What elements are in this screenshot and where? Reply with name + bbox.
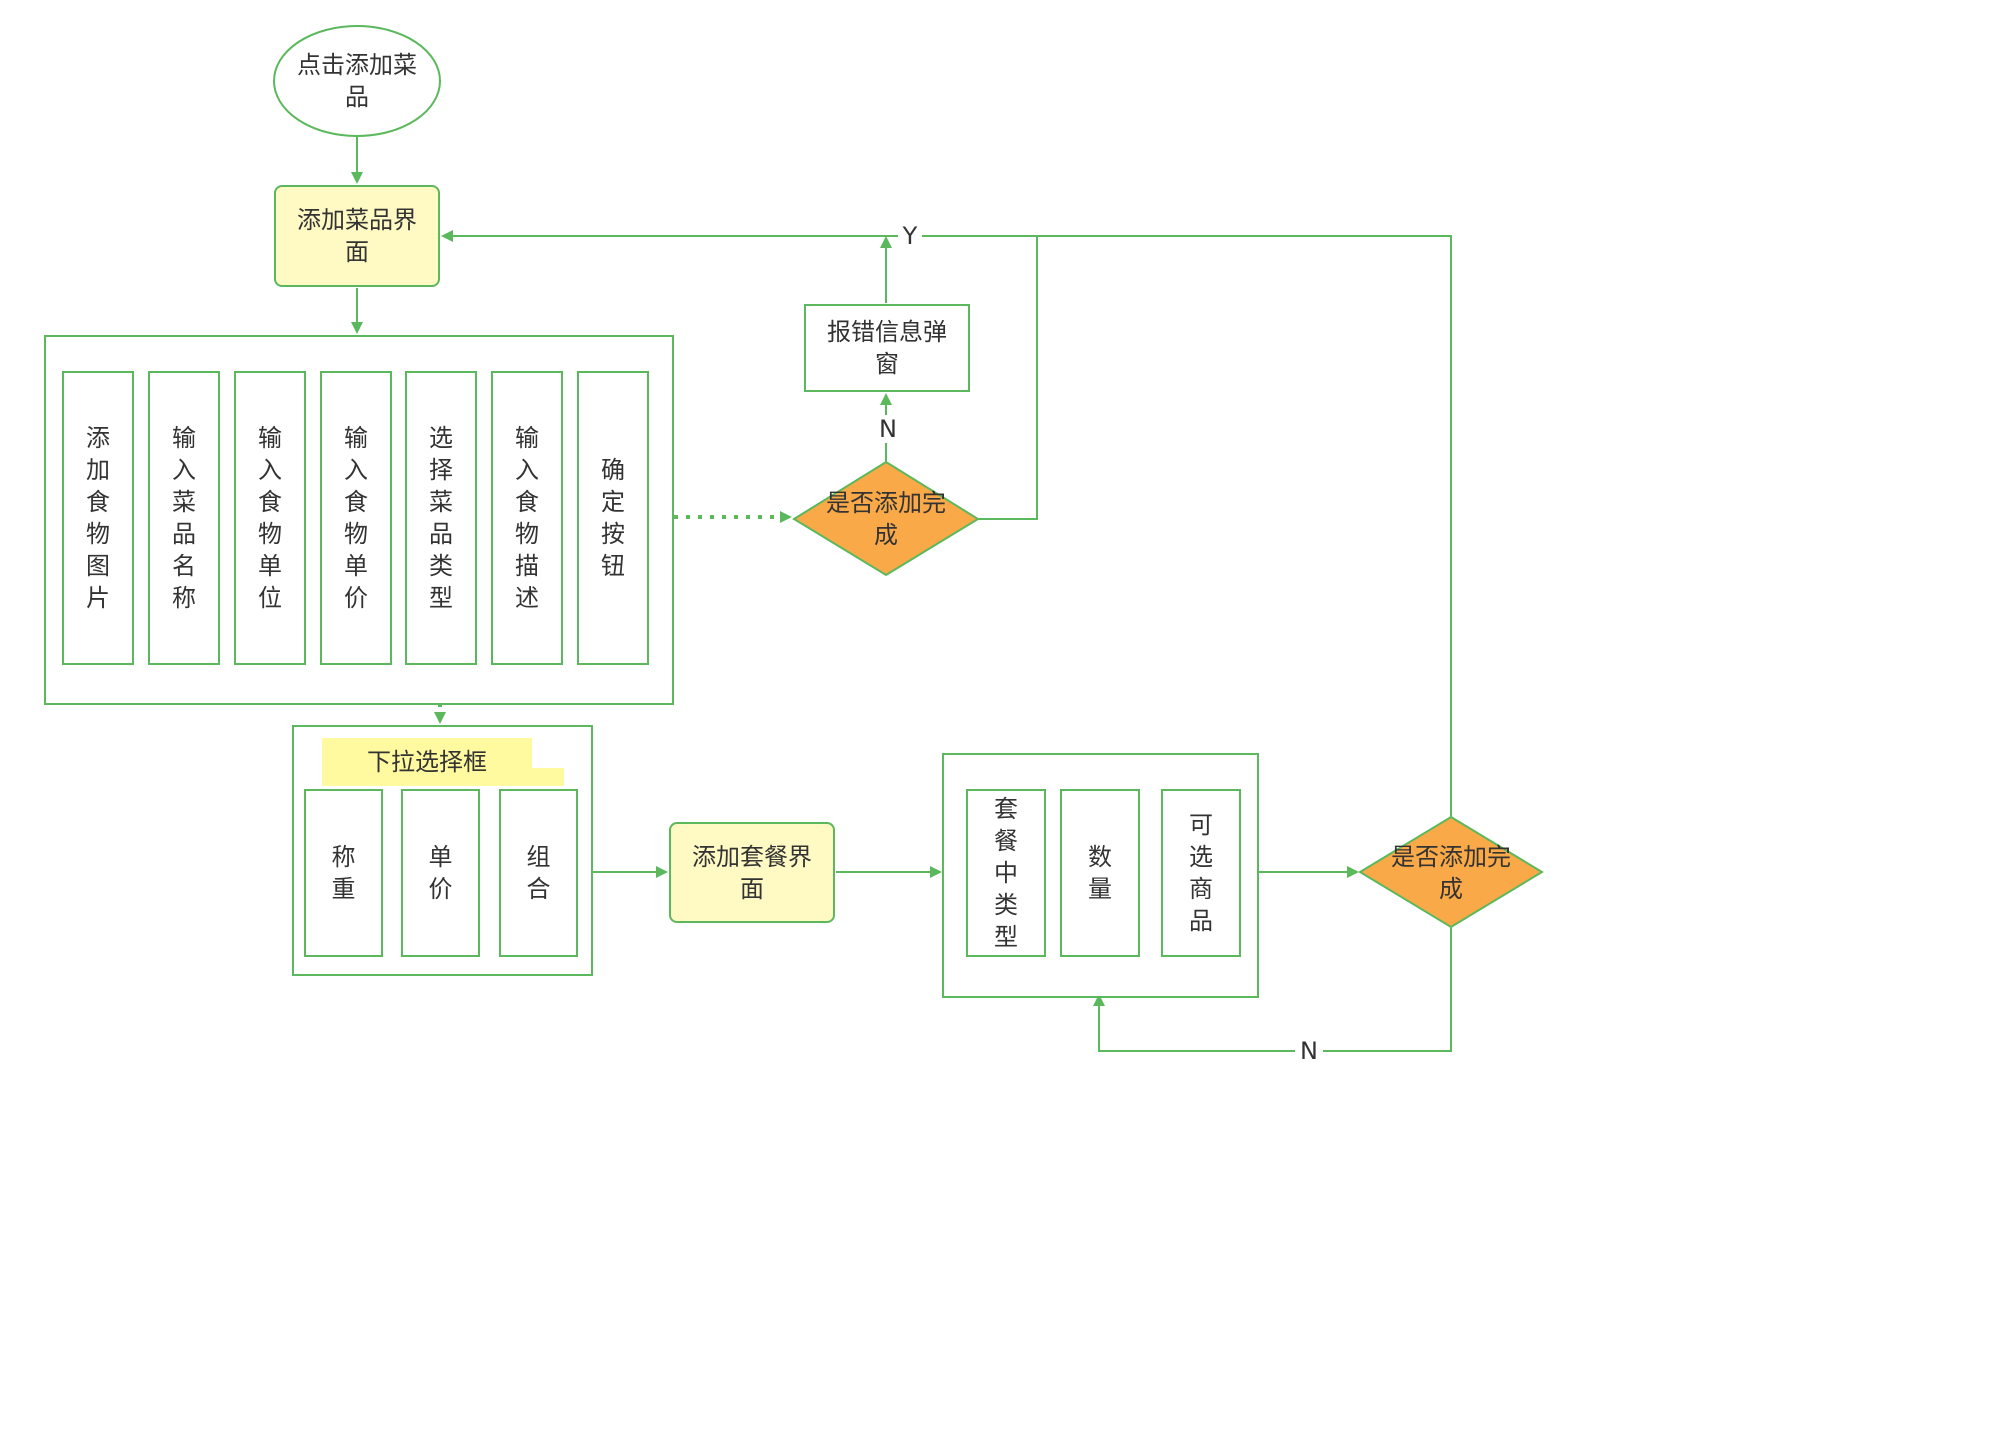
- field-add-image: 添加食物图片: [62, 371, 134, 665]
- start-label: 点击添加菜品: [297, 51, 417, 111]
- field-confirm-button: 确定按钮: [577, 371, 649, 665]
- field-label: 输入食物描述: [515, 424, 539, 612]
- dropdown-title: 下拉选择框: [367, 748, 487, 776]
- dropdown-option-weigh: 称重: [304, 789, 383, 957]
- add-combo-ui-node: 添加套餐界面: [669, 822, 835, 923]
- field-food-unit: 输入食物单位: [234, 371, 306, 665]
- field-dish-name: 输入菜品名称: [148, 371, 220, 665]
- edge-decision-yes: [978, 236, 1038, 520]
- decision-diamond-1: [792, 460, 980, 577]
- field-label: 确定按钮: [601, 456, 625, 580]
- decision-2-text: 是否添加完成: [1371, 838, 1531, 908]
- option-label: 组合: [526, 843, 551, 903]
- dropdown-option-combo: 组合: [499, 789, 578, 957]
- decision-1-text: 是否添加完成: [806, 484, 966, 554]
- field-dish-type: 选择菜品类型: [405, 371, 477, 665]
- connector-layer: [273, 25, 1544, 1052]
- label-no-1: N: [874, 415, 902, 443]
- field-label: 选择菜品类型: [429, 424, 453, 612]
- label-yes: Y: [898, 222, 922, 250]
- combo-field-type: 套餐中类型: [966, 789, 1046, 957]
- field-label: 添加食物图片: [86, 424, 110, 612]
- combo-field-label: 数量: [1088, 843, 1112, 903]
- field-label: 输入食物单位: [258, 424, 282, 612]
- edge-top-return: [441, 230, 1452, 817]
- add-dish-ui-label: 添加菜品界面: [297, 206, 417, 266]
- field-description: 输入食物描述: [491, 371, 563, 665]
- field-label: 输入菜品名称: [172, 424, 196, 612]
- decision-1-label: 是否添加完成: [826, 489, 946, 549]
- start-node: 点击添加菜品: [282, 44, 432, 118]
- dropdown-title-note: 下拉选择框: [322, 738, 532, 786]
- combo-field-optional-items: 可选商品: [1161, 789, 1241, 957]
- flowchart: 点击添加菜品 添加菜品界面 添加食物图片 输入菜品名称 输入食物单位 输入食物单…: [44, 25, 1544, 1065]
- field-label: 输入食物单价: [344, 424, 368, 612]
- label-no-2: N: [1295, 1037, 1323, 1065]
- error-popup-label: 报错信息弹窗: [827, 318, 947, 378]
- add-combo-ui-label: 添加套餐界面: [692, 842, 812, 903]
- dropdown-option-unit-price: 单价: [401, 789, 480, 957]
- field-unit-price: 输入食物单价: [320, 371, 392, 665]
- option-label: 称重: [331, 843, 356, 903]
- start-ellipse: [273, 25, 441, 137]
- combo-field-quantity: 数量: [1060, 789, 1140, 957]
- dropdown-title-note-tail: [532, 768, 564, 786]
- error-popup-node: 报错信息弹窗: [804, 304, 970, 392]
- edge-decision2-no: [1093, 927, 1452, 1052]
- option-label: 单价: [428, 843, 453, 903]
- combo-field-label: 可选商品: [1189, 811, 1213, 935]
- add-dish-ui-node: 添加菜品界面: [274, 185, 440, 287]
- decision-2-label: 是否添加完成: [1391, 843, 1511, 903]
- decision-diamond-2: [1358, 815, 1544, 929]
- combo-field-label: 套餐中类型: [994, 795, 1018, 951]
